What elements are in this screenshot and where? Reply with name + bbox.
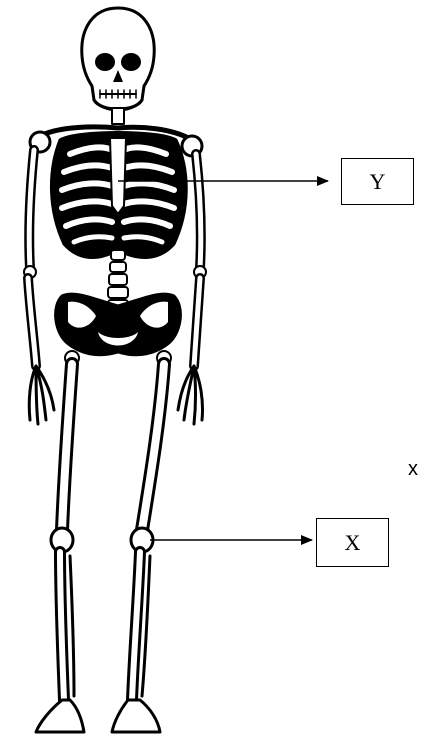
pelvis [56, 294, 181, 365]
rib-cage [51, 133, 186, 258]
spine [108, 250, 128, 310]
right-leg [112, 364, 164, 732]
sternum [110, 138, 126, 214]
margin-mark: x [408, 458, 418, 481]
label-box-y: Y [341, 158, 414, 205]
label-box-x: X [316, 518, 389, 567]
skull [82, 8, 154, 110]
left-leg [36, 364, 84, 732]
left-arm [24, 132, 54, 424]
skeleton-figure [24, 8, 206, 732]
